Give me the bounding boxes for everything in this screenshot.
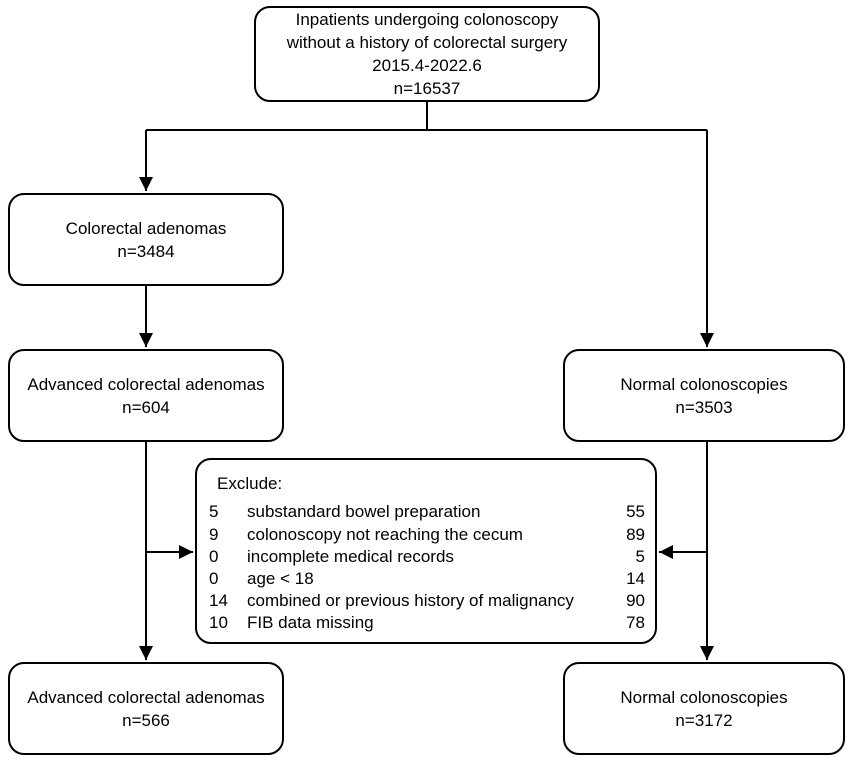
advanced-adenomas-box-2: Advanced colorectal adenomas n=566 bbox=[8, 662, 284, 755]
exclude-left-count: 14 bbox=[209, 591, 228, 610]
normal-2-label: Normal colonoscopies bbox=[620, 687, 788, 707]
exclude-left-count: 0 bbox=[209, 569, 219, 588]
normal-1-label: Normal colonoscopies bbox=[620, 374, 788, 394]
exclude-box: Exclude: 5 substandard bowel preparation… bbox=[195, 458, 657, 644]
colorectal-adenomas-box: Colorectal adenomas n=3484 bbox=[8, 193, 284, 286]
exclude-reason: combined or previous history of malignan… bbox=[247, 591, 574, 610]
exclude-left-count: 10 bbox=[209, 613, 228, 632]
exclude-left-count: 0 bbox=[209, 547, 219, 566]
advanced-adenomas-box-1: Advanced colorectal adenomas n=604 bbox=[8, 349, 284, 442]
exclude-left-count: 9 bbox=[209, 525, 219, 544]
normal-2-count: n=3172 bbox=[675, 710, 733, 730]
exclude-reason: colonoscopy not reaching the cecum bbox=[247, 525, 523, 544]
exclude-title: Exclude: bbox=[217, 474, 283, 493]
top-box: Inpatients undergoing colonoscopy withou… bbox=[254, 6, 600, 102]
exclude-right-count: 14 bbox=[626, 569, 645, 588]
exclude-right-count: 78 bbox=[626, 613, 645, 632]
exclude-row: 0 incomplete medical records 5 bbox=[197, 545, 655, 567]
advanced-2-count: n=566 bbox=[122, 710, 170, 730]
top-box-line-4: n=16537 bbox=[393, 79, 461, 98]
exclude-reason: incomplete medical records bbox=[247, 547, 454, 566]
advanced-2-label: Advanced colorectal adenomas bbox=[27, 687, 265, 707]
exclude-reason: substandard bowel preparation bbox=[247, 502, 481, 521]
exclude-left-count: 5 bbox=[209, 502, 219, 521]
exclude-row: 0 age < 18 14 bbox=[197, 567, 655, 589]
top-box-line-2: without a history of colorectal surgery bbox=[286, 33, 568, 52]
exclude-right-count: 90 bbox=[626, 591, 645, 610]
normal-colonoscopies-box-1: Normal colonoscopies n=3503 bbox=[563, 349, 845, 442]
advanced-1-label: Advanced colorectal adenomas bbox=[27, 374, 265, 394]
normal-1-count: n=3503 bbox=[675, 397, 733, 417]
exclude-row: 5 substandard bowel preparation 55 bbox=[197, 500, 655, 522]
exclude-reason: FIB data missing bbox=[247, 613, 374, 632]
exclude-reason: age < 18 bbox=[247, 569, 314, 588]
exclude-row: 14 combined or previous history of malig… bbox=[197, 589, 655, 611]
top-box-line-3: 2015.4-2022.6 bbox=[372, 56, 482, 75]
normal-colonoscopies-box-2: Normal colonoscopies n=3172 bbox=[563, 662, 845, 755]
exclude-row: 10 FIB data missing 78 bbox=[197, 611, 655, 633]
adenomas-count: n=3484 bbox=[117, 241, 175, 261]
adenomas-label: Colorectal adenomas bbox=[65, 218, 227, 238]
exclude-right-count: 55 bbox=[626, 502, 645, 521]
advanced-1-count: n=604 bbox=[122, 397, 170, 417]
top-box-line-1: Inpatients undergoing colonoscopy bbox=[295, 10, 559, 29]
exclude-row: 9 colonoscopy not reaching the cecum 89 bbox=[197, 523, 655, 545]
exclude-right-count: 89 bbox=[626, 525, 645, 544]
exclude-right-count: 5 bbox=[635, 547, 645, 566]
